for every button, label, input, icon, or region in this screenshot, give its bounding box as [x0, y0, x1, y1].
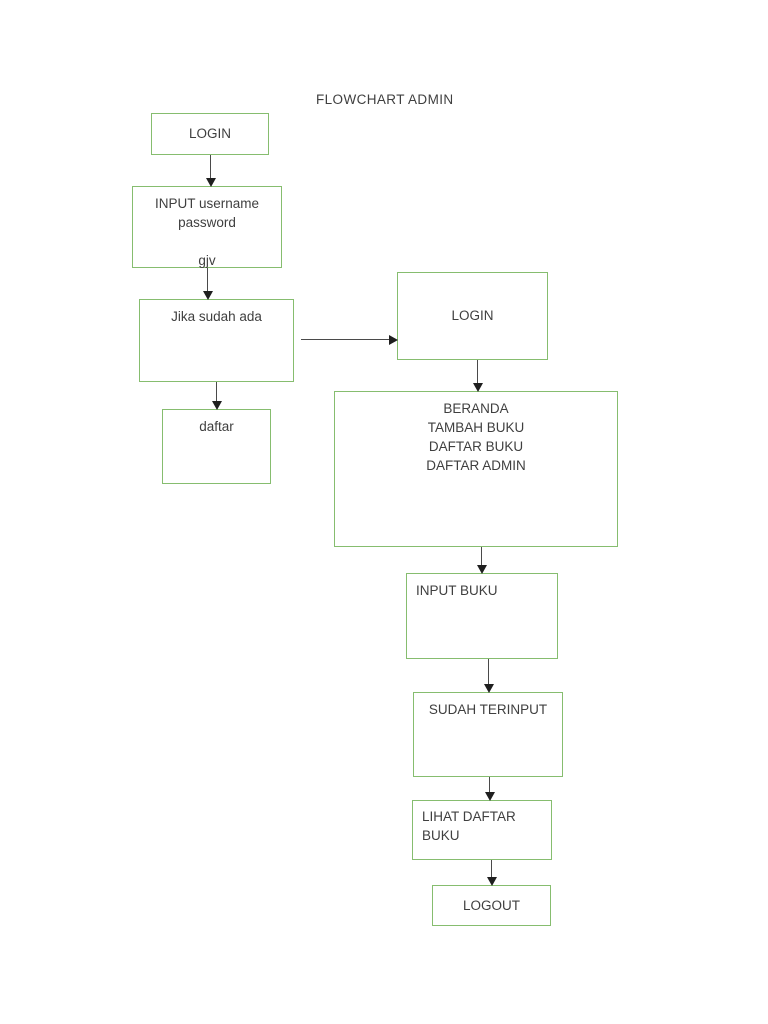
- connector-e-login-to-beranda: [477, 360, 478, 384]
- flow-node-line: daftar: [199, 419, 234, 434]
- flow-node-jika-sudah-ada: Jika sudah ada: [139, 299, 294, 382]
- arrowhead-e-jika-to-daftar: [211, 401, 222, 410]
- flow-node-line: LOGIN: [188, 126, 231, 141]
- connector-e-lihat-to-logout: [491, 860, 492, 878]
- flow-node-text: LIHAT DAFTAR BUKU: [413, 807, 551, 845]
- flow-node-lihat-daftar-buku: LIHAT DAFTAR BUKU: [412, 800, 552, 860]
- flow-node-daftar: daftar: [162, 409, 271, 484]
- flow-node-beranda-menu: BERANDA TAMBAH BUKU DAFTAR BUKU DAFTAR ADMI…: [334, 391, 618, 547]
- flow-node-logout: LOGOUT: [432, 885, 551, 926]
- flow-node-text: LOGOUT: [433, 896, 550, 915]
- arrowhead-e-sudah-to-lihat: [484, 792, 495, 801]
- flow-node-line: INPUT BUKU: [416, 583, 498, 598]
- flow-node-line: TAMBAH BUKU: [427, 420, 525, 436]
- flow-node-text: daftar: [163, 417, 270, 436]
- flow-node-text: BERANDA TAMBAH BUKU DAFTAR BUKU DAFTAR ADMI…: [335, 399, 617, 476]
- flow-node-text: INPUT BUKU: [407, 581, 557, 600]
- flow-node-line: LOGOUT: [462, 898, 520, 913]
- flow-node-text: LOGIN: [152, 124, 268, 143]
- flow-node-line: password: [178, 215, 236, 231]
- flow-node-text: LOGIN: [398, 306, 547, 325]
- arrowhead-e-lihat-to-logout: [486, 877, 497, 886]
- flow-node-text: INPUT username password gjv: [133, 194, 281, 271]
- arrowhead-e-login-to-beranda: [472, 383, 483, 392]
- flow-node-spacer: [133, 232, 281, 251]
- connector-e-beranda-to-input: [481, 547, 482, 566]
- flow-node-line: SUDAH TERINPUT: [428, 702, 548, 717]
- flow-node-line: DAFTAR BUKU: [428, 439, 524, 455]
- flow-node-line: DAFTAR ADMIN: [426, 458, 526, 474]
- flow-node-line: gjv: [198, 253, 216, 269]
- arrowhead-e-input-to-sudah: [483, 684, 494, 693]
- flow-node-line: LOGIN: [451, 308, 494, 323]
- arrowhead-e-login-to-input: [205, 178, 216, 187]
- connector-e-jika-to-login: [301, 339, 390, 340]
- flow-node-text: Jika sudah ada: [140, 307, 293, 326]
- flow-node-line: Jika sudah ada: [171, 309, 262, 324]
- connector-e-sudah-to-lihat: [489, 777, 490, 793]
- arrowhead-e-beranda-to-input: [476, 565, 487, 574]
- connector-e-jika-to-daftar: [216, 382, 217, 402]
- arrowhead-e-input-to-jika: [202, 291, 213, 300]
- connector-e-login-to-input: [210, 155, 211, 179]
- flow-node-login-start: LOGIN: [151, 113, 269, 155]
- arrowhead-e-jika-to-login: [389, 334, 398, 345]
- flow-node-input-buku: INPUT BUKU: [406, 573, 558, 659]
- connector-e-input-to-jika: [207, 268, 208, 292]
- connector-e-input-to-sudah: [488, 659, 489, 685]
- flow-node-login-admin: LOGIN: [397, 272, 548, 360]
- flow-node-input-credentials: INPUT username password gjv: [132, 186, 282, 268]
- page-title: FLOWCHART ADMIN: [316, 92, 454, 107]
- flow-node-sudah-terinput: SUDAH TERINPUT: [413, 692, 563, 777]
- flow-node-line: LIHAT DAFTAR: [422, 809, 516, 824]
- flow-node-text: SUDAH TERINPUT: [414, 700, 562, 719]
- flow-node-line: BUKU: [422, 828, 460, 844]
- flow-node-line: BERANDA: [443, 401, 509, 416]
- flow-node-line: INPUT username: [154, 196, 260, 211]
